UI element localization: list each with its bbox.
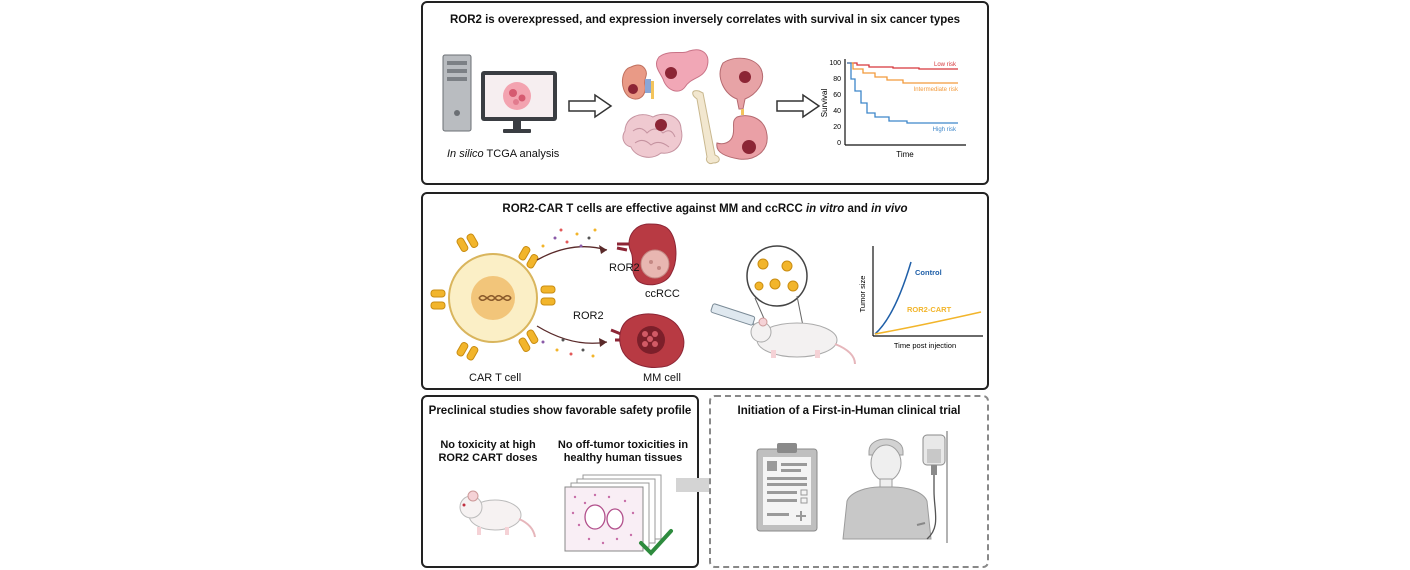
panel2-title-a: ROR2-CAR T cells are effective against M… xyxy=(502,203,806,215)
no-off-tumor-line2: healthy human tissues xyxy=(563,452,683,464)
panel2-title-d: in vivo xyxy=(871,203,908,215)
tumor-xlabel: Time post injection xyxy=(894,341,956,350)
panel3-title: Preclinical studies show favorable safet… xyxy=(428,405,692,417)
km-ytick: 20 xyxy=(833,124,841,131)
km-ytick: 40 xyxy=(833,108,841,115)
tumor-control-label: Control xyxy=(915,268,942,277)
km-xlabel: Time xyxy=(896,150,914,159)
panel-tcga-analysis: ROR2 is overexpressed, and expression in… xyxy=(421,1,989,185)
km-ylabel: Survival xyxy=(820,89,829,118)
car-t-cell-label: CAR T cell xyxy=(469,372,522,384)
tumor-ylabel: Tumor size xyxy=(858,276,867,313)
km-ytick: 0 xyxy=(837,140,841,147)
tcga-caption-italic: In silico xyxy=(447,148,484,160)
mouse-injection-illustration xyxy=(710,245,856,365)
km-ytick: 100 xyxy=(829,60,841,67)
ror2-bottom-label: ROR2 xyxy=(573,310,604,322)
panel-car-t-efficacy: ROR2-CAR T cells are effective against M… xyxy=(421,192,989,390)
arrow-right-icon xyxy=(568,93,613,119)
panel-safety-profile: Preclinical studies show favorable safet… xyxy=(421,395,699,568)
tumor-control-curve xyxy=(874,261,912,335)
tumor-size-chart: Tumor size Time post injection Control R… xyxy=(858,246,983,350)
ccrcc-label: ccRCC xyxy=(645,288,680,300)
ror2-top-label: ROR2 xyxy=(609,262,640,274)
km-high-risk-line xyxy=(847,62,958,124)
panel1-title: ROR2 is overexpressed, and expression in… xyxy=(449,14,961,26)
km-survival-chart: 100 80 60 40 20 0 Survival Time Low risk… xyxy=(820,59,966,159)
cytokine-arrow-top-icon xyxy=(536,228,608,261)
cytokine-arrow-bottom-icon xyxy=(536,325,608,358)
tumor-ror2-cart-label: ROR2-CART xyxy=(907,305,952,314)
km-low-risk-line xyxy=(847,62,958,70)
kidney-ccrcc-illustration xyxy=(616,223,677,286)
panel-clinical-trial: Initiation of a First-in-Human clinical … xyxy=(709,395,989,568)
iv-bag-icon xyxy=(922,431,948,543)
km-ytick: 80 xyxy=(833,76,841,83)
mm-cell-label: MM cell xyxy=(643,372,681,384)
panel2-title: ROR2-CAR T cells are effective against M… xyxy=(423,203,987,215)
tumor-ror2-cart-curve xyxy=(874,311,982,335)
mm-cell-illustration xyxy=(610,313,685,368)
panel2-title-b: in vitro xyxy=(805,203,845,215)
tcga-caption: In silico TCGA analysis xyxy=(447,148,559,160)
no-toxicity-label: No toxicity at high ROR2 CART doses xyxy=(433,439,543,465)
patient-icon xyxy=(842,438,932,540)
no-off-tumor-label: No off-tumor toxicities in healthy human… xyxy=(553,439,693,465)
km-intermediate-label: Intermediate risk xyxy=(914,87,959,93)
km-high-label: High risk xyxy=(933,127,957,133)
arrow-right-icon xyxy=(776,93,821,119)
organs-illustration xyxy=(622,49,768,164)
tissue-slides-icon xyxy=(564,474,673,556)
no-toxicity-line2: ROR2 CART doses xyxy=(438,452,538,464)
km-low-label: Low risk xyxy=(934,62,957,68)
computer-icon xyxy=(442,54,557,133)
km-yticks: 100 80 60 40 20 0 xyxy=(829,60,841,147)
panel4-title: Initiation of a First-in-Human clinical … xyxy=(737,405,961,417)
car-t-cell-illustration xyxy=(430,233,556,361)
no-off-tumor-line1: No off-tumor toxicities in xyxy=(557,439,689,451)
km-intermediate-risk-line xyxy=(847,62,958,84)
checkmark-icon xyxy=(639,529,673,556)
mouse-icon xyxy=(459,490,536,538)
clipboard-icon xyxy=(756,443,818,532)
tcga-caption-rest: TCGA analysis xyxy=(483,148,560,160)
no-toxicity-line1: No toxicity at high xyxy=(440,439,536,451)
panel2-title-c: and xyxy=(844,203,872,215)
km-ytick: 60 xyxy=(833,92,841,99)
